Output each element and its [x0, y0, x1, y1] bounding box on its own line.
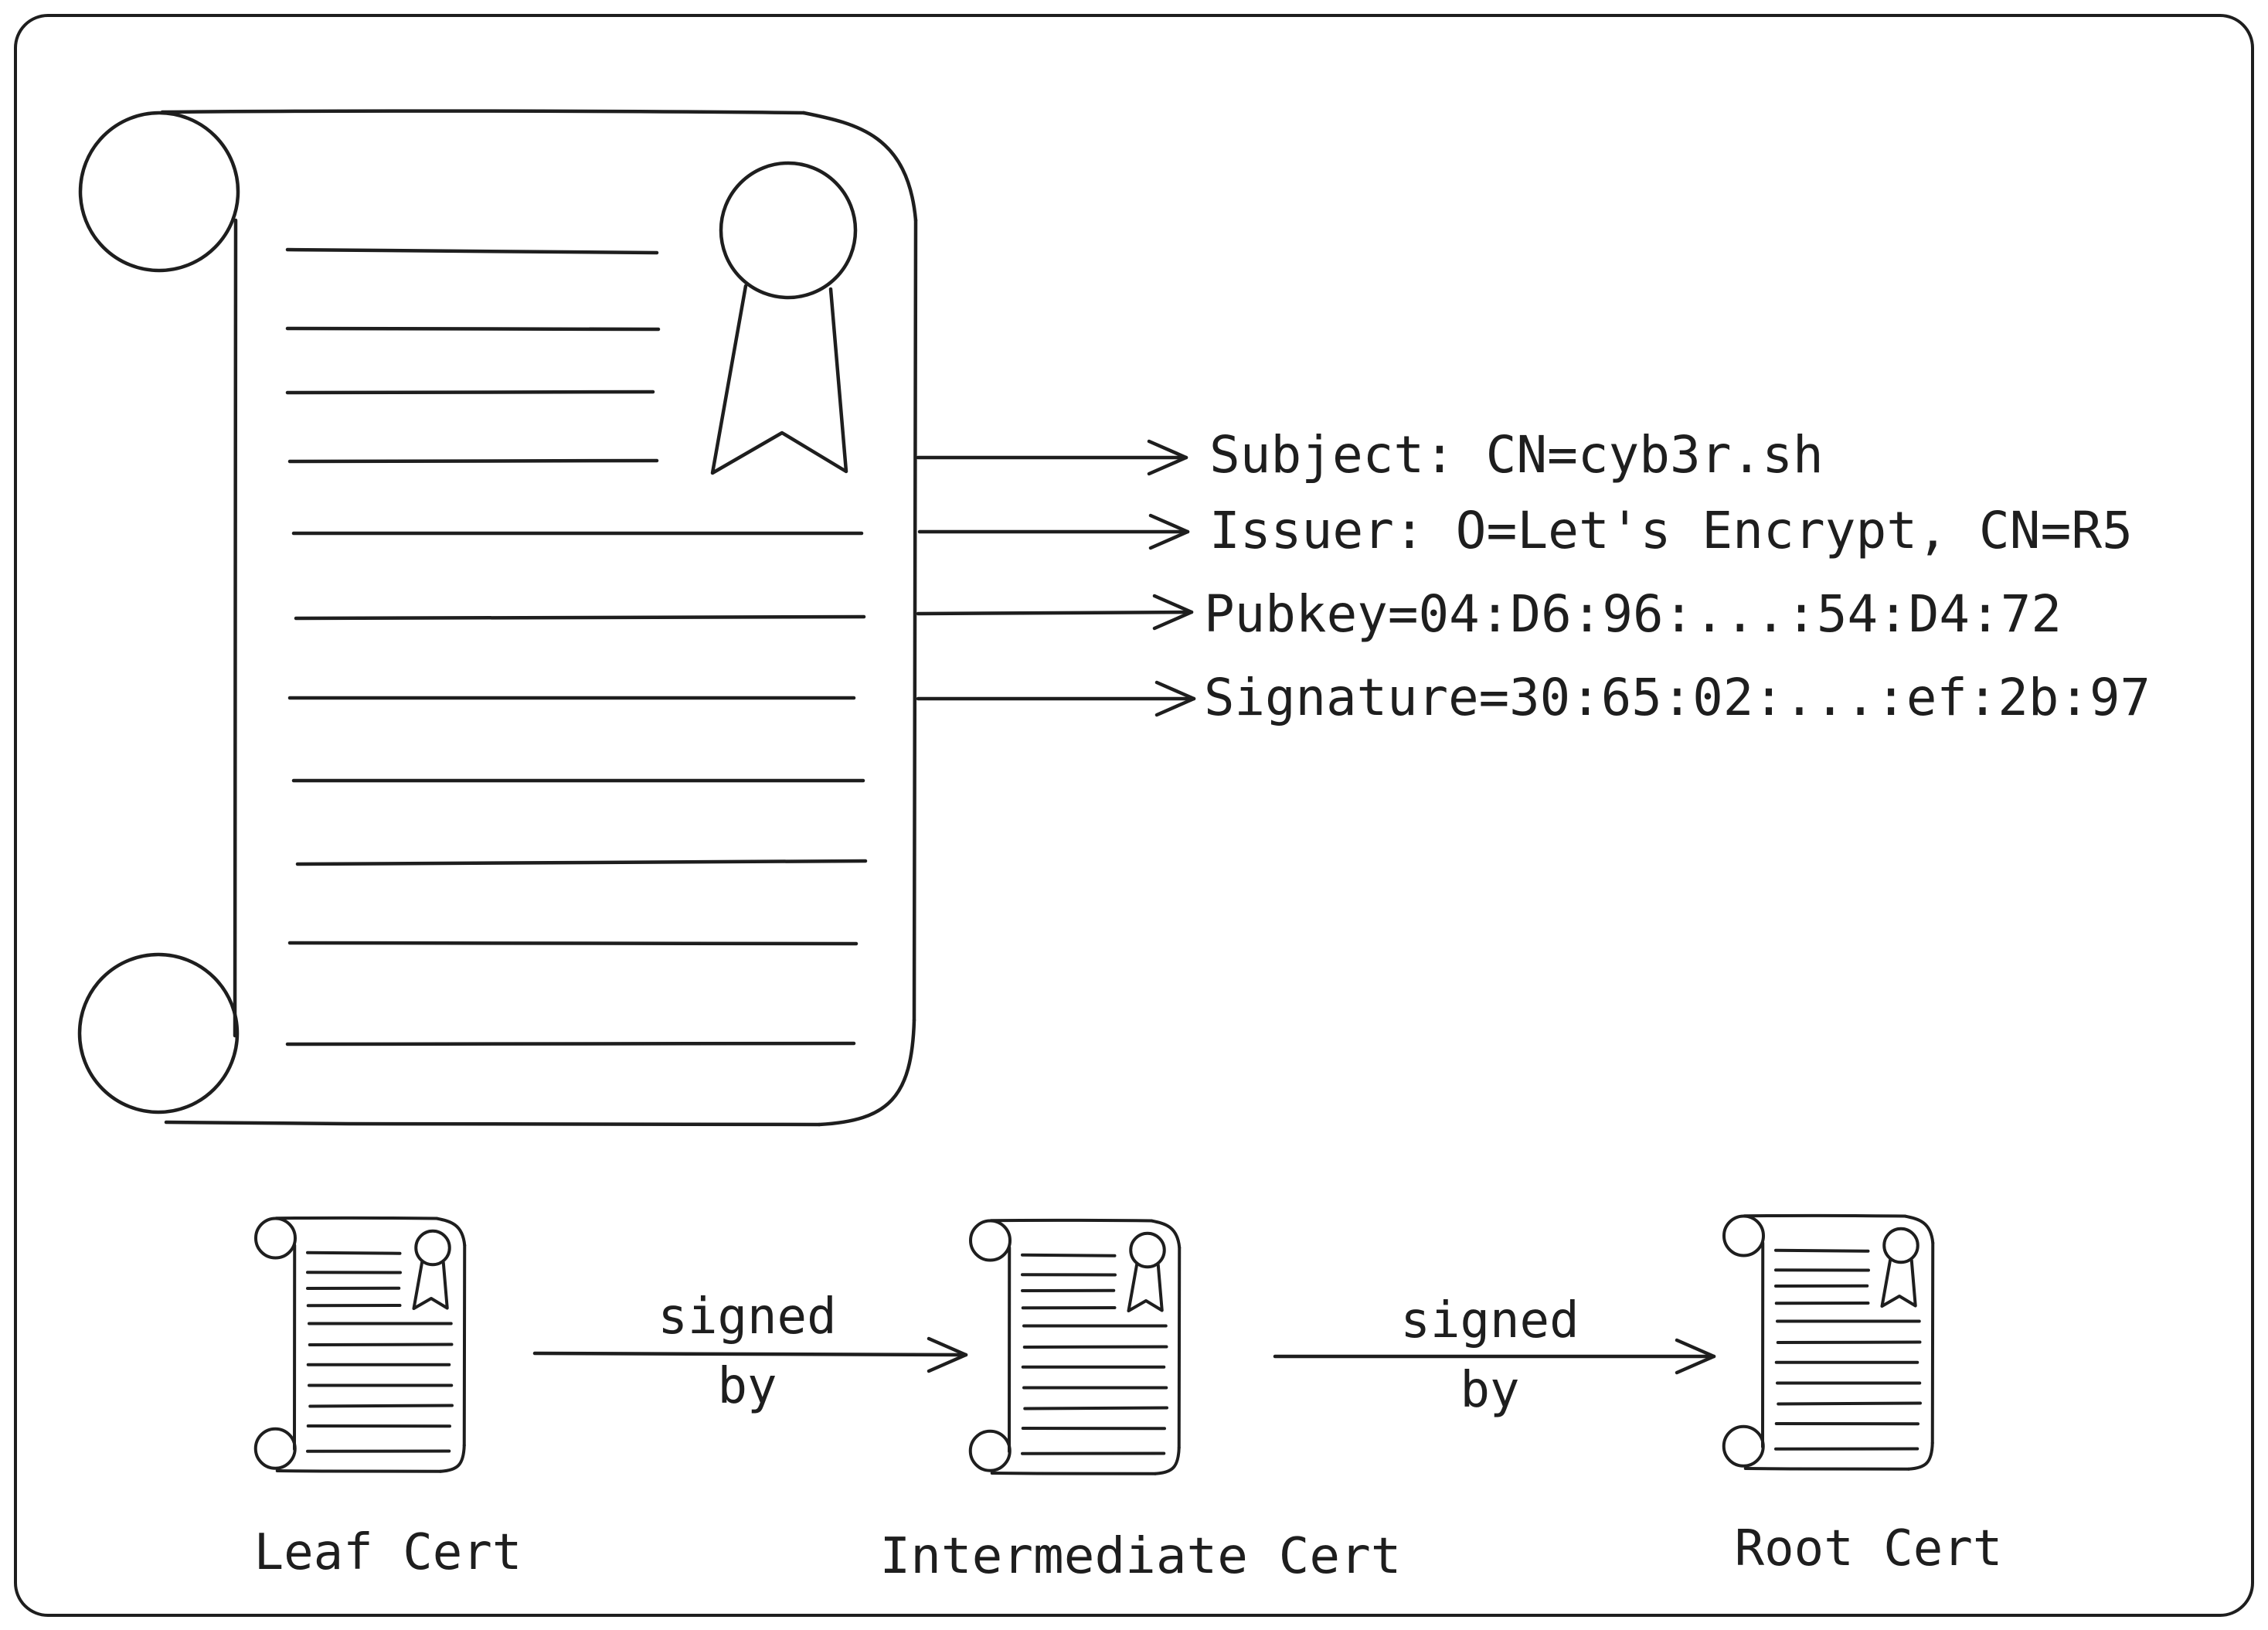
root-cert-label: Root Cert: [1735, 1520, 2003, 1577]
seal-ribbon-icon: [710, 284, 848, 475]
scroll-bottom-edge: [164, 1120, 821, 1127]
text-line: [285, 1041, 856, 1046]
signed-by-arrow-2: [1273, 1338, 1716, 1375]
text-line: [285, 326, 661, 332]
edge2-label-line2: by: [1460, 1362, 1519, 1419]
scroll-top-edge: [160, 109, 806, 115]
intermediate-cert-icon: [968, 1218, 1182, 1475]
subject-field: Subject: CN=cyb3r.sh: [1209, 425, 1824, 485]
root-cert-icon: [1722, 1213, 1935, 1471]
edge1-label-line1: signed: [658, 1288, 836, 1346]
scroll-bottom-roll: [77, 952, 240, 1114]
certificate-chain: signed by signed by Leaf Cert Intermedia…: [253, 1213, 2003, 1585]
issuer-arrow: [917, 513, 1190, 550]
scroll-right-edge: [912, 218, 918, 1023]
issuer-field: Issuer: O=Let's Encrypt, CN=R5: [1209, 501, 2133, 560]
subject-arrow: [916, 439, 1188, 476]
leaf-cert-label: Leaf Cert: [254, 1524, 522, 1581]
edge1-label-line2: by: [717, 1358, 777, 1415]
scroll-left-edge: [233, 218, 238, 1038]
pubkey-field: Pubkey=04:D6:96:...:54:D4:72: [1204, 584, 2062, 644]
text-line: [285, 247, 659, 255]
text-line: [287, 941, 859, 946]
text-line: [295, 859, 868, 866]
seal-medal-icon: [719, 161, 858, 300]
scroll-bottom-right-curl: [817, 1018, 916, 1127]
certificate-icon-large: [77, 109, 918, 1127]
pubkey-arrow: [916, 594, 1194, 631]
text-line: [294, 614, 866, 621]
outer-frame: [14, 14, 2254, 1617]
signature-arrow: [916, 680, 1196, 717]
scroll-top-right-curl: [801, 111, 918, 223]
scroll-top-roll: [78, 111, 240, 273]
edge2-label-line1: signed: [1400, 1292, 1579, 1349]
text-line: [285, 390, 655, 395]
leaf-cert-icon: [253, 1216, 467, 1473]
signature-field: Signature=30:65:02:...:ef:2b:97: [1204, 668, 2151, 727]
intermediate-cert-label: Intermediate Cert: [880, 1528, 1402, 1585]
certificate-fields: Subject: CN=cyb3r.sh Issuer: O=Let's Enc…: [1204, 425, 2151, 727]
signed-by-arrow-1: [532, 1336, 968, 1373]
